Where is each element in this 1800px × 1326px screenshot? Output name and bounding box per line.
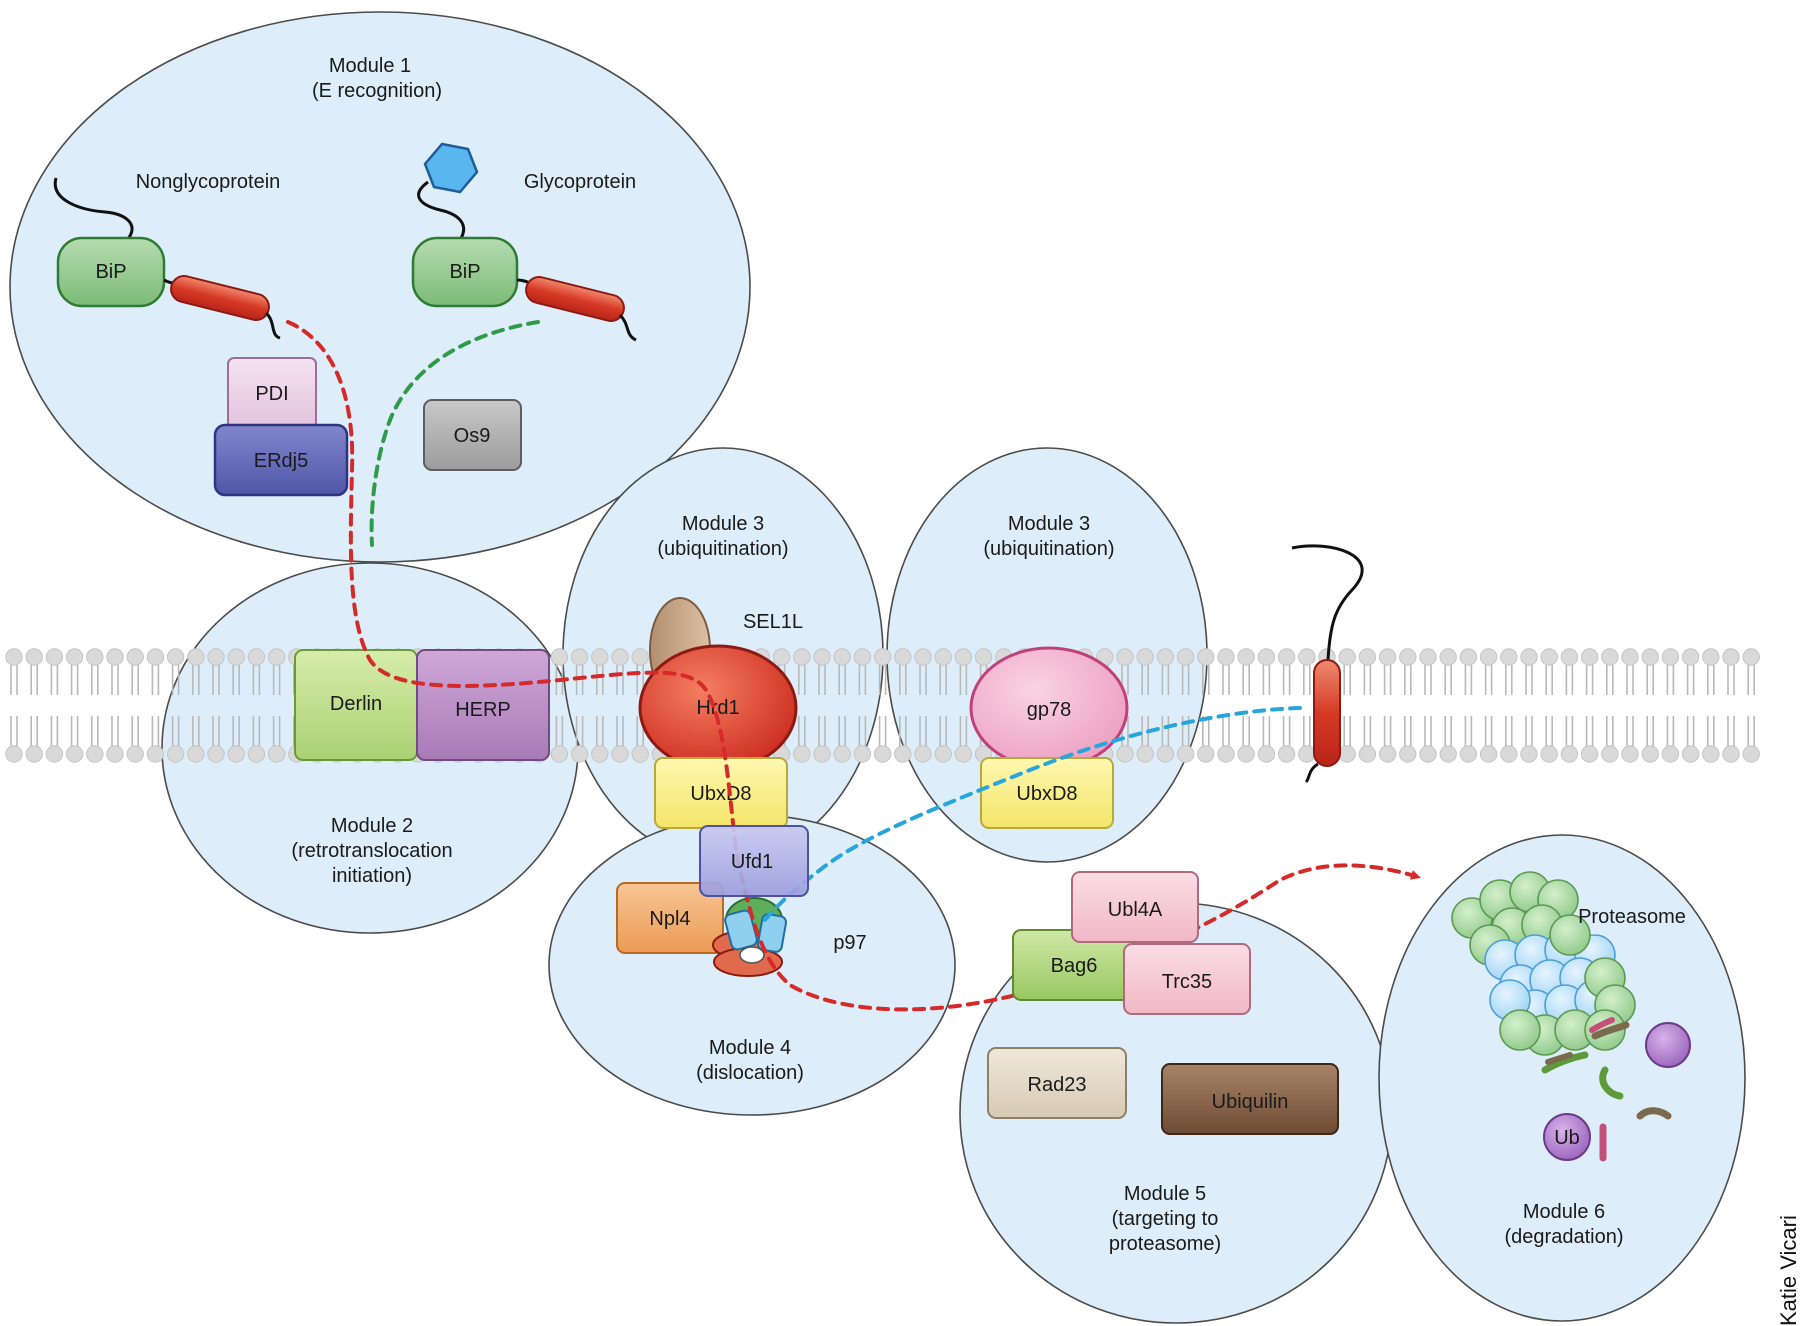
module-4-subtitle: (dislocation) (696, 1062, 804, 1084)
ubxd8-b-label: UbxD8 (1016, 783, 1077, 805)
tm-substrate-rod (1313, 659, 1341, 767)
erdj5-box (213, 423, 349, 497)
module-2-line2: (retrotranslocation (291, 840, 452, 862)
gp78-label: gp78 (1027, 699, 1072, 721)
nonglyco-substrate-rod (170, 275, 270, 321)
ubxd8-a-label: UbxD8 (690, 783, 751, 805)
module-6-subtitle: (degradation) (1505, 1226, 1624, 1248)
membrane-proteins: Derlin HERP SEL1L Hrd1 UbxD8 gp78 UbxD8 (294, 544, 1364, 829)
path-green-glyco (369, 320, 540, 547)
bip-2-label: BiP (449, 261, 480, 283)
module-1-ellipse (9, 11, 751, 563)
module-3a-title: Module 3 (682, 513, 764, 535)
module-4-contents: Npl4 p97 (616, 882, 867, 977)
os9-label: Os9 (454, 425, 491, 447)
credit-text: Katie Vicari (1776, 1215, 1800, 1326)
npl4-box (616, 882, 724, 954)
module-6-ellipse (1378, 834, 1746, 1322)
sel1l-label: SEL1L (743, 611, 803, 633)
module-3b-subtitle: (ubiquitination) (983, 538, 1114, 560)
ub-circle (1543, 1113, 1591, 1161)
glycoprotein-label: Glycoprotein (524, 171, 636, 193)
pdi-label: PDI (255, 383, 288, 405)
p97-complex-icon (712, 897, 787, 977)
module-6-contents: Proteasome Ub (1451, 871, 1691, 1162)
module-4-title: Module 4 (709, 1037, 791, 1059)
glyco-chain (417, 180, 466, 241)
module-ellipses (9, 11, 1746, 1324)
ubiquilin-box (1161, 1063, 1339, 1135)
proteasome-label: Proteasome (1578, 906, 1686, 928)
module-labels: Module 1 (E recognition) Module 2 (retro… (291, 55, 1623, 1255)
herp-label: HERP (455, 699, 511, 721)
glycan-hexagon-icon (423, 142, 479, 194)
bip-1-box (56, 236, 166, 308)
nonglyco-chain-top (53, 177, 134, 244)
module-5-title: Module 5 (1124, 1183, 1206, 1205)
tm-substrate-chain-top (1291, 544, 1364, 661)
rad23-label: Rad23 (1028, 1074, 1087, 1096)
ubiquilin-label: Ubiquilin (1212, 1091, 1289, 1113)
nonglycoprotein-label: Nonglycoprotein (136, 171, 281, 193)
derlin-label: Derlin (330, 693, 382, 715)
module-5-line3: proteasome) (1109, 1233, 1221, 1255)
herp-box (416, 649, 550, 761)
rad23-box (987, 1047, 1127, 1119)
ufd1-label: Ufd1 (731, 851, 773, 873)
trc35-label: Trc35 (1162, 971, 1212, 993)
ubiquitin-free-icon (1645, 1022, 1691, 1068)
module-1-contents: Nonglycoprotein Glycoprotein BiP BiP PDI… (53, 142, 637, 497)
module-3b-title: Module 3 (1008, 513, 1090, 535)
module-3a-subtitle: (ubiquitination) (657, 538, 788, 560)
module-2-line3: initiation) (332, 865, 412, 887)
bip-1-label: BiP (95, 261, 126, 283)
module-6-title: Module 6 (1523, 1201, 1605, 1223)
module-5-contents: Bag6 Ubl4A Trc35 Rad23 Ubiquilin (987, 871, 1339, 1135)
nonglyco-chain-tail (264, 311, 281, 340)
ufd1-box (699, 825, 809, 897)
ubl4a-box (1071, 871, 1199, 943)
module-1-subtitle: (E recognition) (312, 80, 442, 102)
tm-substrate-chain-bottom (1304, 762, 1319, 784)
module-1-title: Module 1 (329, 55, 411, 77)
erdj5-label: ERdj5 (254, 450, 308, 472)
ubl4a-label: Ubl4A (1108, 899, 1163, 921)
npl4-label: Npl4 (649, 908, 690, 930)
glyco-chain-tail (618, 313, 637, 342)
module-5-line2: (targeting to (1112, 1208, 1219, 1230)
bag6-label: Bag6 (1051, 955, 1098, 977)
ufd1-group: Ufd1 (699, 825, 809, 897)
ub-label: Ub (1554, 1127, 1580, 1149)
os9-box (423, 399, 522, 471)
trc35-box (1123, 943, 1251, 1015)
peptide-fragments-icon (1541, 1017, 1672, 1162)
p97-label: p97 (833, 932, 866, 954)
glyco-substrate-rod (525, 276, 625, 322)
bip-2-box (411, 236, 519, 308)
module-2-title: Module 2 (331, 815, 413, 837)
hrd1-label: Hrd1 (696, 697, 739, 719)
